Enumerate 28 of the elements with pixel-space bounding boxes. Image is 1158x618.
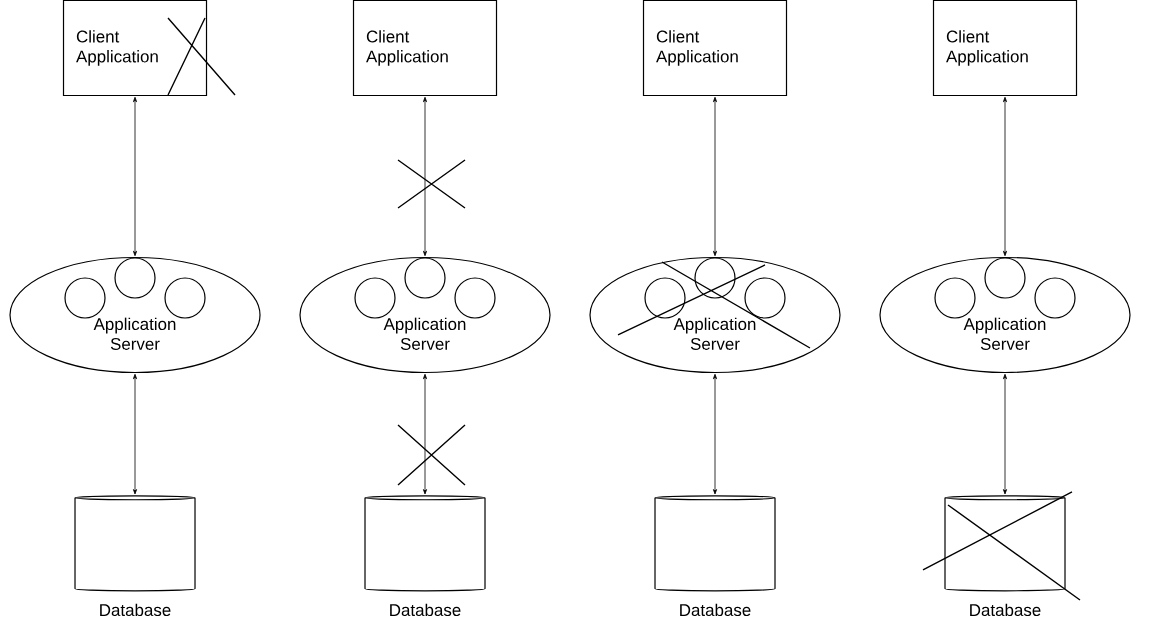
arrow (423, 96, 427, 257)
process-circle (164, 277, 206, 319)
process-circle (404, 257, 446, 299)
process-circle (64, 277, 106, 319)
arrow (713, 373, 717, 495)
process-circle (984, 257, 1026, 299)
arrow (713, 96, 717, 257)
arrow (423, 373, 427, 495)
arrow (1003, 96, 1007, 257)
arrow (133, 96, 138, 257)
process-circle (744, 277, 786, 319)
client-box: Client Application (932, 0, 1078, 97)
client-box: Client Application (62, 0, 208, 97)
client-box: Client Application (352, 0, 498, 97)
process-circle (1034, 277, 1076, 319)
database-cylinder: Database (364, 495, 486, 617)
client-box: Client Application (642, 0, 788, 97)
process-circle (934, 277, 976, 319)
arrow (1003, 373, 1007, 495)
process-circle (644, 277, 686, 319)
process-circle (454, 277, 496, 319)
database-cylinder: Database (74, 495, 196, 617)
process-circle (354, 277, 396, 319)
process-circle (114, 257, 156, 299)
database-cylinder: Database (654, 495, 776, 617)
database-cylinder: Database (944, 495, 1066, 617)
process-circle (694, 257, 736, 299)
arrow (133, 373, 138, 495)
